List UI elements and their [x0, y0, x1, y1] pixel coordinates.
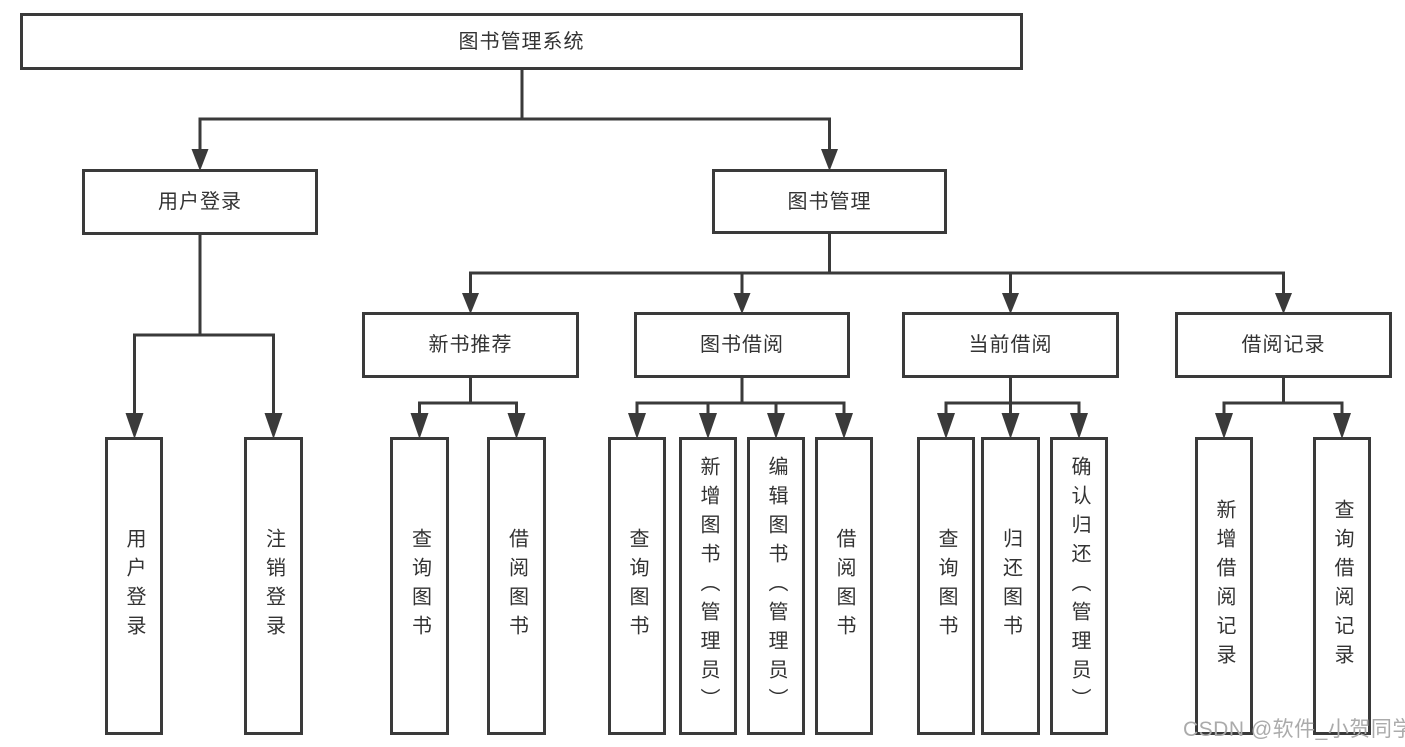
node-leaf-cb-confirm: 确认归还（管理员） — [1050, 437, 1108, 735]
arrowhead-icons — [125, 149, 1351, 439]
node-user-login-label: 用户登录 — [158, 191, 242, 213]
node-leaf-bb-add: 新增图书（管理员） — [679, 437, 737, 735]
node-leaf-user-login-label: 用户登录 — [123, 528, 145, 644]
node-leaf-br-add: 新增借阅记录 — [1195, 437, 1253, 735]
node-leaf-bb-query: 查询图书 — [608, 437, 666, 735]
node-leaf-br-query-label: 查询借阅记录 — [1331, 499, 1353, 673]
node-leaf-nb-query: 查询图书 — [390, 437, 449, 735]
node-book-mgmt-label: 图书管理 — [787, 190, 872, 213]
node-leaf-br-add-label: 新增借阅记录 — [1213, 499, 1235, 673]
node-new-book-label: 新书推荐 — [428, 334, 513, 356]
node-book-borrow-label: 图书借阅 — [700, 334, 784, 356]
node-leaf-bb-add-label: 新增图书（管理员） — [697, 455, 719, 717]
node-root-label: 图书管理系统 — [458, 30, 585, 53]
node-leaf-bb-query-label: 查询图书 — [626, 528, 648, 644]
node-book-mgmt: 图书管理 — [712, 169, 947, 234]
node-leaf-user-login: 用户登录 — [105, 437, 163, 735]
node-leaf-bb-edit: 编辑图书（管理员） — [747, 437, 805, 735]
node-leaf-cb-return: 归还图书 — [981, 437, 1040, 735]
node-current-borrow-label: 当前借阅 — [968, 334, 1053, 356]
node-borrow-record: 借阅记录 — [1175, 312, 1392, 378]
node-borrow-record-label: 借阅记录 — [1241, 334, 1326, 356]
node-new-book: 新书推荐 — [362, 312, 579, 378]
node-leaf-br-query: 查询借阅记录 — [1313, 437, 1371, 735]
node-leaf-cb-query-label: 查询图书 — [935, 528, 957, 644]
node-leaf-nb-query-label: 查询图书 — [408, 528, 431, 644]
node-leaf-nb-borrow-label: 借阅图书 — [505, 528, 528, 644]
node-current-borrow: 当前借阅 — [902, 312, 1119, 378]
node-leaf-bb-borrow-label: 借阅图书 — [833, 528, 855, 644]
node-book-borrow: 图书借阅 — [634, 312, 850, 378]
node-leaf-logout: 注销登录 — [244, 437, 303, 735]
node-leaf-cb-confirm-label: 确认归还（管理员） — [1068, 455, 1090, 717]
node-root: 图书管理系统 — [20, 13, 1023, 70]
node-leaf-cb-return-label: 归还图书 — [999, 528, 1022, 644]
node-user-login: 用户登录 — [82, 169, 318, 235]
node-leaf-bb-edit-label: 编辑图书（管理员） — [765, 455, 787, 717]
node-leaf-bb-borrow: 借阅图书 — [815, 437, 873, 735]
node-leaf-cb-query: 查询图书 — [917, 437, 975, 735]
watermark: CSDN @软件_小贺同学 — [1183, 718, 1405, 741]
node-leaf-logout-label: 注销登录 — [262, 528, 285, 644]
node-leaf-nb-borrow: 借阅图书 — [487, 437, 546, 735]
